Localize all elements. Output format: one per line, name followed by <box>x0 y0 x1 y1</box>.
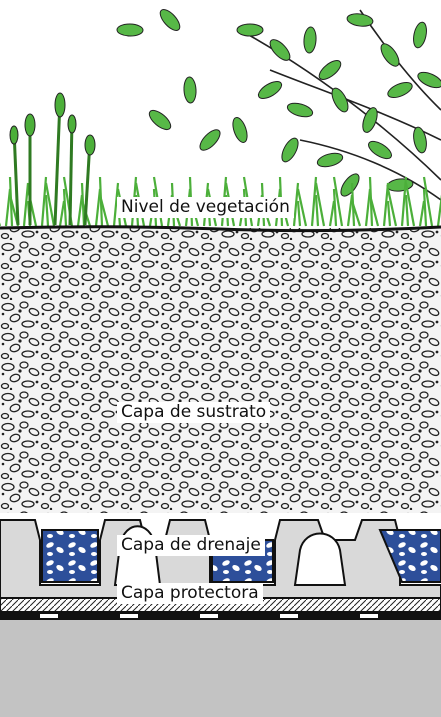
vegetation-illustration <box>0 9 441 227</box>
label-protective: Capa protectora <box>117 583 263 604</box>
substrate-layer <box>0 225 441 513</box>
tree-leaves <box>116 9 441 197</box>
label-substrate: Capa de sustrato <box>117 402 271 423</box>
label-drainage: Capa de drenaje <box>117 535 265 556</box>
structural-base <box>0 620 441 717</box>
label-vegetation: Nivel de vegetación <box>117 197 294 218</box>
grass <box>0 176 441 227</box>
